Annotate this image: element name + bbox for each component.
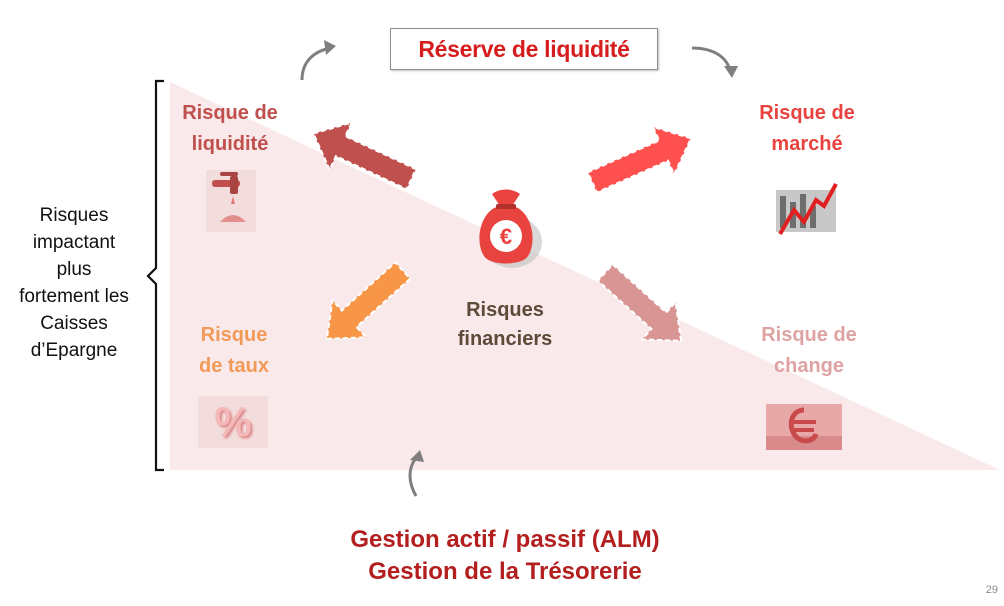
bottom-line: Gestion actif / passif (ALM) (350, 526, 660, 553)
risk-line: change (773, 355, 845, 377)
risk-line: Risque de (759, 102, 855, 124)
euro-symbol: € (500, 224, 512, 249)
curved-arrow-icon (691, 46, 738, 78)
center-line: financiers (457, 328, 553, 350)
stock-chart-icon (776, 183, 838, 236)
currency-icon (766, 404, 842, 450)
arrow-to-rate (325, 260, 412, 340)
risk-market-label: Risque de marché (742, 98, 872, 160)
risk-line: Risque de (182, 102, 278, 124)
risk-liquidity-label: Risque de liquidité (170, 98, 290, 160)
arrow-to-liquidity (312, 121, 418, 191)
percent-icon: % (198, 396, 268, 448)
curved-arrow-icon (408, 450, 424, 497)
risk-line: marché (771, 133, 843, 155)
side-line: d’Epargne (30, 340, 118, 361)
side-line: Risques (39, 205, 109, 226)
risk-line: liquidité (191, 133, 269, 155)
bottom-line: Gestion de la Trésorerie (368, 558, 642, 585)
left-brace (146, 79, 164, 472)
risk-line: Risque de (761, 324, 857, 346)
euro-money-bag-icon: € (479, 189, 542, 268)
arrow-to-exchange (596, 262, 683, 342)
center-line: Risques (466, 299, 544, 321)
curved-arrow-icon (300, 40, 336, 81)
risk-rate-label: Risque de taux (176, 320, 292, 382)
side-line: fortement les (19, 286, 129, 307)
arrow-to-market (586, 125, 693, 194)
side-description: Risques impactant plus fortement les Cai… (0, 202, 148, 364)
risk-line: de taux (198, 355, 270, 377)
side-line: plus (56, 259, 92, 280)
side-line: Caisses (40, 313, 108, 334)
page-number: 29 (985, 584, 998, 596)
title-box: Réserve de liquidité (390, 28, 658, 70)
risk-line: Risque (200, 324, 268, 346)
title-text: Réserve de liquidité (418, 35, 630, 62)
side-line: impactant (32, 232, 116, 253)
bottom-caption: Gestion actif / passif (ALM) Gestion de … (280, 524, 730, 588)
risk-exchange-label: Risque de change (744, 320, 874, 382)
center-label: Risques financiers (430, 296, 580, 354)
tap-icon (206, 170, 256, 232)
